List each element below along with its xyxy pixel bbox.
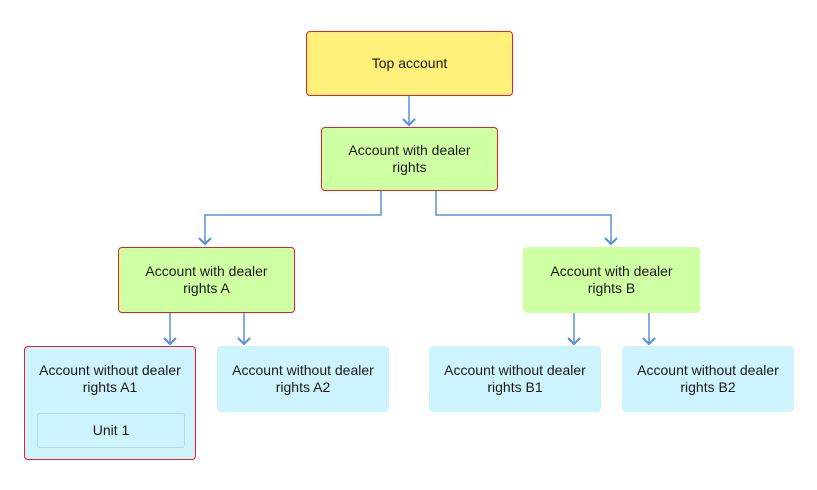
dealer-account-label: Account with dealer rights (348, 142, 471, 175)
dealer-account-node: Account with dealer rights (321, 127, 498, 191)
connector-dealer-to-a (198, 191, 382, 246)
dealer-account-b-label: Account with dealer rights B (550, 263, 673, 296)
account-b2-label: Account without dealer rights B2 (637, 362, 779, 395)
account-a2-node: Account without dealer rights A2 (217, 346, 389, 412)
account-b1-node: Account without dealer rights B1 (429, 346, 601, 412)
account-a2-label: Account without dealer rights A2 (232, 362, 374, 395)
dealer-account-b-node: Account with dealer rights B (523, 247, 700, 313)
account-a1-label: Account without dealer rights A1 (39, 362, 181, 395)
dealer-account-a-node: Account with dealer rights A (118, 247, 295, 313)
connector-dealer-to-b (435, 191, 618, 246)
account-b2-node: Account without dealer rights B2 (622, 346, 794, 412)
unit-1-node: Unit 1 (37, 413, 185, 448)
unit-1-label: Unit 1 (92, 422, 130, 438)
top-account-label: Top account (371, 55, 448, 71)
dealer-account-a-label: Account with dealer rights A (145, 263, 268, 296)
account-a1-node: Account without dealer rights A1 Unit 1 (24, 346, 196, 460)
account-b1-label: Account without dealer rights B1 (444, 362, 586, 395)
top-account-node: Top account (306, 31, 513, 96)
